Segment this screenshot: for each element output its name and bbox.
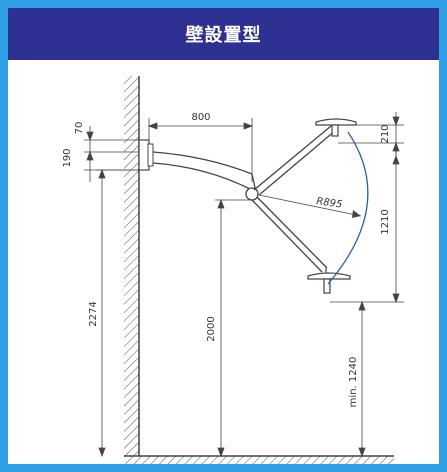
dim-min-1240-label: min. 1240 — [348, 357, 359, 408]
dim-2000-label: 2000 — [206, 316, 217, 341]
dim-2000 — [215, 198, 252, 458]
dim-1210-label: 1210 — [380, 209, 391, 234]
radius-arrow — [352, 210, 361, 218]
technical-drawing-svg: 800 70 190 2274 — [62, 76, 404, 464]
dim-70-label: 70 — [74, 122, 85, 135]
wall — [124, 76, 140, 456]
wall-mount-drawing: 800 70 190 2274 — [16, 64, 439, 464]
wall-bracket — [138, 139, 154, 171]
lamp-head-upper — [315, 118, 357, 137]
dim-r895-label: R895 — [316, 196, 343, 211]
lamp-head-lower — [307, 268, 351, 294]
dim-210-label: 210 — [380, 124, 391, 143]
dim-2274-label: 2274 — [88, 301, 99, 326]
floor — [124, 455, 394, 464]
support-arm — [152, 125, 337, 273]
dim-1210 — [330, 143, 404, 304]
dim-2274 — [96, 168, 139, 458]
dim-210 — [338, 112, 404, 156]
dim-190-label: 190 — [62, 148, 73, 167]
diagram-title: 壁設置型 — [185, 25, 262, 46]
radius-line — [258, 194, 362, 217]
title-bar: 壁設置型 — [8, 8, 439, 60]
dim-800-label: 800 — [191, 112, 210, 123]
diagram-frame: 壁設置型 — [8, 8, 439, 464]
dim-800 — [147, 118, 254, 182]
reach-arc — [327, 131, 369, 285]
dim-min-1240 — [358, 300, 366, 458]
